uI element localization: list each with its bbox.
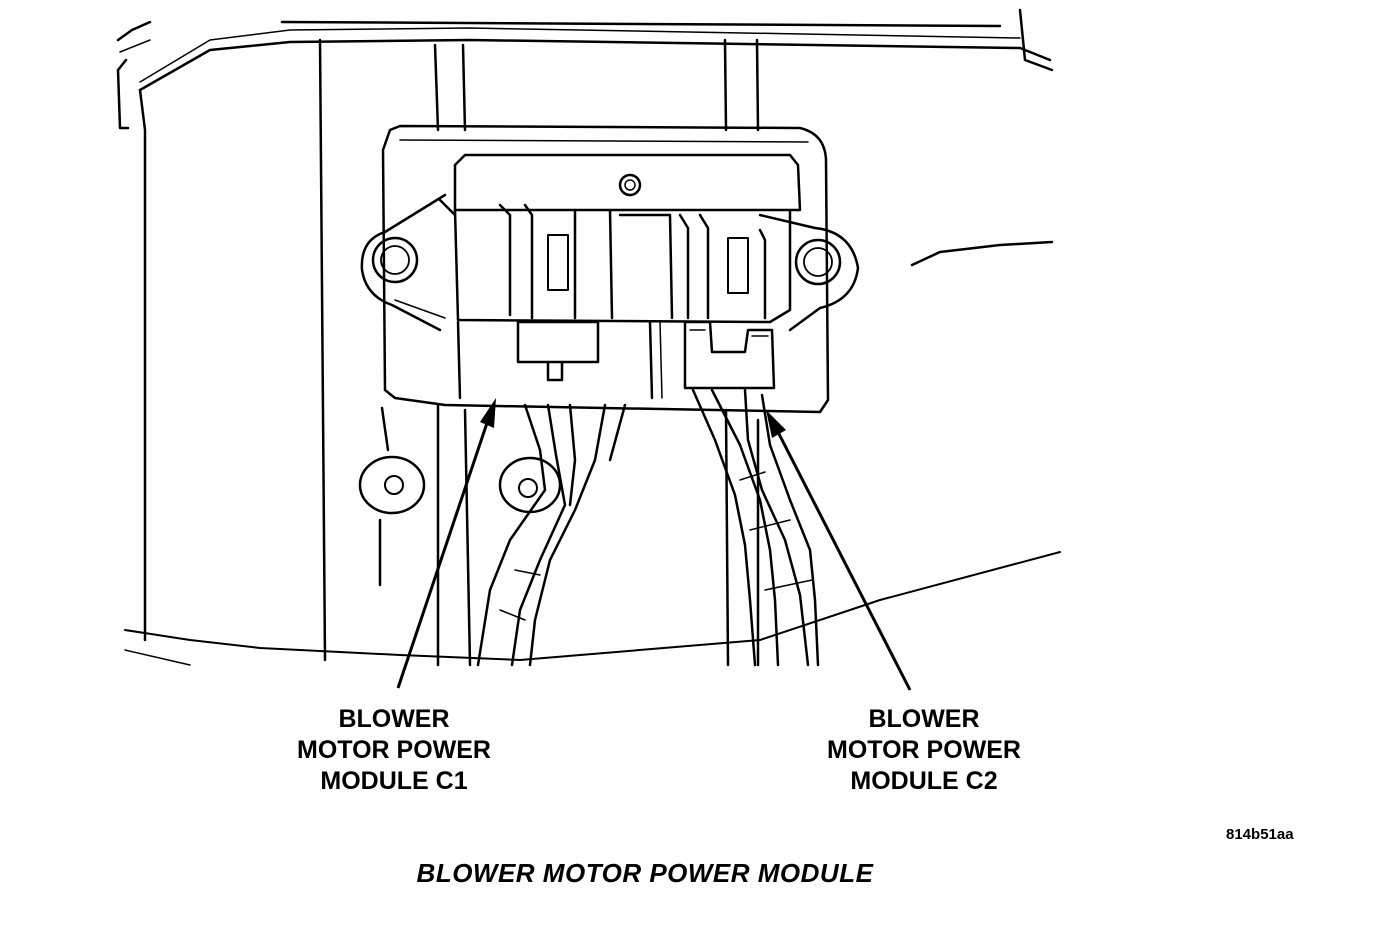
callout-c1-line2: MOTOR POWER	[297, 736, 491, 764]
callout-c2: BLOWER MOTOR POWER MODULE C2	[794, 704, 1054, 797]
leader-arrow-c2	[766, 410, 912, 691]
connector-c1	[456, 320, 663, 400]
callout-c1-line3: MODULE C1	[320, 767, 468, 795]
figure-id: 814b51aa	[1226, 826, 1294, 843]
wire-harness-c1	[476, 403, 627, 667]
module-base-plate	[381, 124, 830, 414]
heater-housing	[116, 8, 1061, 667]
figure-caption: BLOWER MOTOR POWER MODULE	[416, 858, 874, 888]
connector-c2	[683, 320, 776, 390]
callout-c1-line1: BLOWER	[338, 705, 450, 733]
power-module-body	[438, 153, 802, 324]
left-mount-bracket	[360, 193, 447, 332]
callout-c2-line3: MODULE C2	[850, 767, 998, 795]
callout-c2-line1: BLOWER	[868, 705, 980, 733]
callout-c2-line2: MOTOR POWER	[827, 736, 1021, 764]
callout-c1: BLOWER MOTOR POWER MODULE C1	[264, 704, 524, 797]
wire-clamp-left	[358, 406, 426, 587]
wire-clamp-center	[498, 456, 562, 514]
wire-harness-c2	[691, 388, 820, 667]
leader-arrow-c1	[396, 398, 496, 689]
right-mount-bracket	[758, 213, 860, 332]
